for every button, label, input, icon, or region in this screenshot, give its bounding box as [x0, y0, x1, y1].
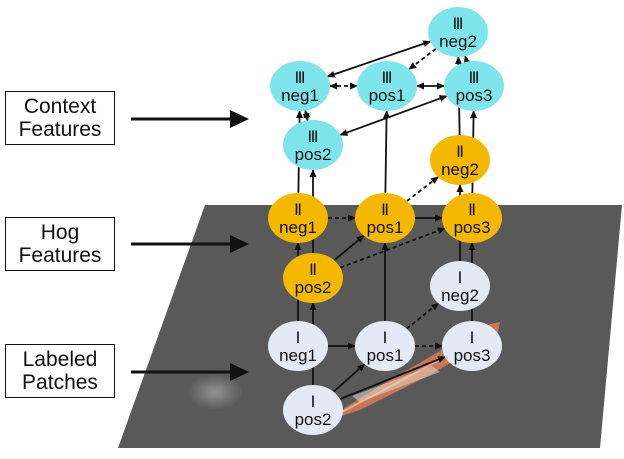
node-level-label: Ⅱ — [468, 202, 476, 219]
hog-features-label: Hog Features — [5, 217, 115, 271]
edge-c-neg2-to-c-neg1 — [326, 40, 432, 78]
node-level-label: Ⅲ — [294, 70, 305, 87]
edge-c-pos3-to-c-neg2 — [463, 55, 471, 64]
node-name-label: neg1 — [279, 346, 317, 365]
node-ellipse — [444, 61, 504, 111]
node-ellipse — [270, 61, 330, 111]
node-level-label: Ⅰ — [383, 330, 388, 347]
node-name-label: neg1 — [279, 218, 317, 237]
node-level-label: Ⅲ — [468, 70, 479, 87]
edge-p-pos2-to-p-pos1 — [332, 363, 366, 393]
edge-h-pos1-to-c-pos1 — [383, 109, 391, 194]
edge-c-neg1-to-c-pos2 — [302, 109, 311, 122]
node-ellipse — [283, 120, 343, 170]
node-level-label: Ⅰ — [311, 394, 316, 411]
node-name-label: pos3 — [454, 346, 491, 365]
hog-label-line1: Hog — [40, 221, 80, 244]
label-arrows — [131, 110, 249, 381]
patches-label-line1: Labeled — [22, 348, 98, 371]
node-name-label: neg2 — [441, 160, 479, 179]
edge-h-pos2-to-h-pos1 — [333, 234, 365, 262]
node-level-label: Ⅱ — [294, 202, 302, 219]
node-name-label: pos3 — [456, 86, 493, 105]
labeled-patches-label: Labeled Patches — [5, 344, 115, 398]
node-ellipse — [428, 7, 488, 57]
node-level-label: Ⅱ — [309, 262, 317, 279]
node-name-label: pos2 — [295, 278, 332, 297]
node-level-label: Ⅱ — [456, 144, 464, 161]
node-ellipse — [430, 135, 490, 185]
node-ellipse — [355, 193, 415, 243]
hog-pointer-arrowhead — [230, 235, 249, 253]
node-level-label: Ⅲ — [307, 129, 318, 146]
node-ellipse — [268, 193, 328, 243]
node-name-label: neg1 — [281, 86, 319, 105]
node-name-label: pos2 — [295, 145, 332, 164]
patches-pointer-arrowhead — [230, 363, 249, 381]
edge-h-pos1-to-h-neg2 — [406, 176, 439, 202]
node-name-label: neg2 — [439, 32, 477, 51]
node-name-label: pos1 — [369, 86, 406, 105]
node-name-label: pos2 — [295, 410, 332, 429]
edge-c-pos2-to-c-pos3 — [339, 95, 448, 136]
node-ellipse — [430, 261, 490, 311]
node-name-label: pos3 — [454, 218, 491, 237]
edge-h-pos2-to-h-pos3 — [340, 227, 446, 269]
node-name-label: pos1 — [367, 346, 404, 365]
context-pointer-arrowhead — [230, 110, 249, 128]
node-level-label: Ⅲ — [381, 70, 392, 87]
node-ellipse — [442, 193, 502, 243]
context-label-line1: Context — [23, 95, 97, 118]
context-features-label: Context Features — [5, 91, 115, 145]
patches-label-line2: Patches — [22, 371, 98, 394]
edge-c-neg2-to-c-pos1 — [408, 48, 437, 70]
node-ellipse — [357, 61, 417, 111]
cloud-patch — [187, 374, 243, 410]
node-name-label: neg2 — [441, 286, 479, 305]
node-ellipse — [355, 321, 415, 371]
node-level-label: Ⅱ — [381, 202, 389, 219]
node-level-label: Ⅰ — [296, 330, 301, 347]
node-ellipse — [283, 253, 343, 303]
node-level-label: Ⅲ — [452, 16, 463, 33]
hog-label-line2: Features — [18, 244, 102, 267]
edge-p-pos2-to-p-pos3 — [339, 356, 446, 400]
node-level-label: Ⅰ — [470, 330, 475, 347]
node-level-label: Ⅰ — [458, 270, 463, 287]
node-ellipse — [442, 321, 502, 371]
context-label-line2: Features — [18, 118, 102, 141]
node-ellipse — [283, 385, 343, 435]
node-name-label: pos1 — [367, 218, 404, 237]
node-ellipse — [268, 321, 328, 371]
